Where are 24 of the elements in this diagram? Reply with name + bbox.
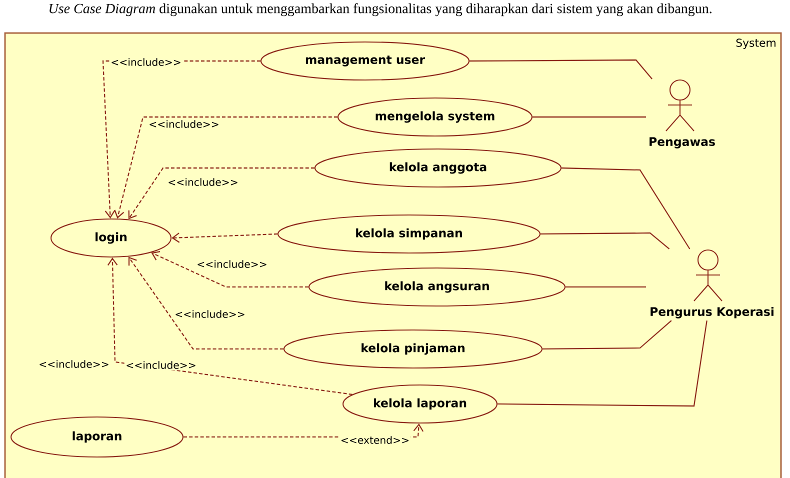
connector-line (542, 320, 672, 350)
dashed-arrow (128, 167, 314, 220)
connector-line (540, 232, 670, 250)
dashed-arrow (114, 116, 338, 219)
dashed-arrow (151, 251, 308, 288)
edge-label: <<include>> (195, 258, 269, 270)
connector-line (532, 116, 646, 118)
edge-label: <<extend>> (339, 434, 411, 446)
edge-label: <<include>> (147, 118, 221, 130)
actor-name: Pengurus Koperasi (650, 306, 774, 318)
connector-line (470, 59, 652, 80)
connector-line (562, 167, 690, 250)
dashed-arrow (172, 232, 278, 243)
edge-label: <<include>> (109, 56, 183, 68)
edge-label: <<include>> (124, 360, 198, 370)
connector-line (498, 320, 708, 407)
stereotype-label: <<include>> (40, 360, 108, 368)
edge-label: <<include>> (166, 176, 240, 188)
dashed-arrow (128, 256, 284, 350)
edge-label: <<include>> (173, 308, 247, 320)
dashed-arrow (107, 258, 352, 396)
connector-line (566, 286, 646, 288)
actor-name: Pengawas (650, 137, 715, 148)
body-text: Use Case Diagram digunakan untuk menggambarkan fungsionalitas yang diharapkan dari sistem yang akan dibangun. (50, 3, 712, 16)
